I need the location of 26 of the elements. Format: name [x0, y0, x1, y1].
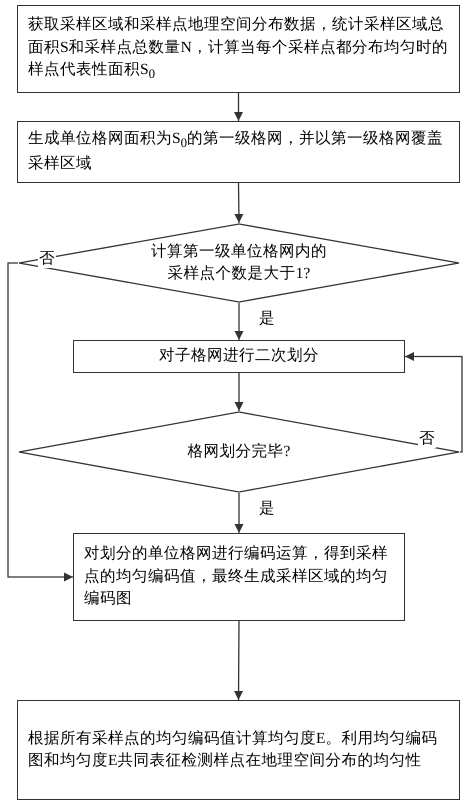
process-box: [17, 5, 460, 93]
step-text: 获取采样区域和采样点地理空间分布数据，统计采样区域总面积S和采样点总数量N，计算当每个采样点都分布均匀时的样点代表性面积S$_{0}$: [28, 15, 449, 84]
decision-diamond: [18, 223, 460, 303]
arrow: [234, 93, 243, 121]
edge-label: 否: [418, 430, 436, 448]
arrow: [7, 262, 73, 582]
edge-label: 是: [258, 310, 276, 328]
arrow: [405, 352, 463, 453]
step-text: 生成单位格网面积为S$_{0}$的第一级格网，并以第一级格网覆盖采样区域: [28, 129, 444, 174]
edge-label: 是: [258, 500, 276, 518]
process-box: [17, 121, 460, 183]
decision-diamond: [18, 411, 460, 493]
arrow: [234, 621, 244, 700]
step-text: 根据所有采样点的均匀编码值计算均匀度E。利用均匀编码图和均匀度E共同表征检测样点在地理空间分布的均匀性: [28, 728, 438, 771]
process-box: [73, 340, 405, 373]
arrow: [234, 183, 244, 223]
step-text: 计算第一级单位格网内的采样点个数是大于1?: [150, 242, 328, 284]
arrow: [234, 303, 244, 340]
edge-label: 否: [38, 250, 56, 268]
arrow: [234, 493, 244, 533]
step-text: 格网划分完毕?: [186, 442, 292, 462]
step-text: 对子格网进行二次划分: [159, 346, 319, 366]
process-box: [17, 700, 460, 800]
step-text: 对划分的单位格网进行编码运算，得到采样点的均匀编码值，最终生成采样区域的均匀编码图: [84, 544, 389, 610]
process-box: [73, 533, 405, 621]
arrow: [234, 373, 244, 411]
